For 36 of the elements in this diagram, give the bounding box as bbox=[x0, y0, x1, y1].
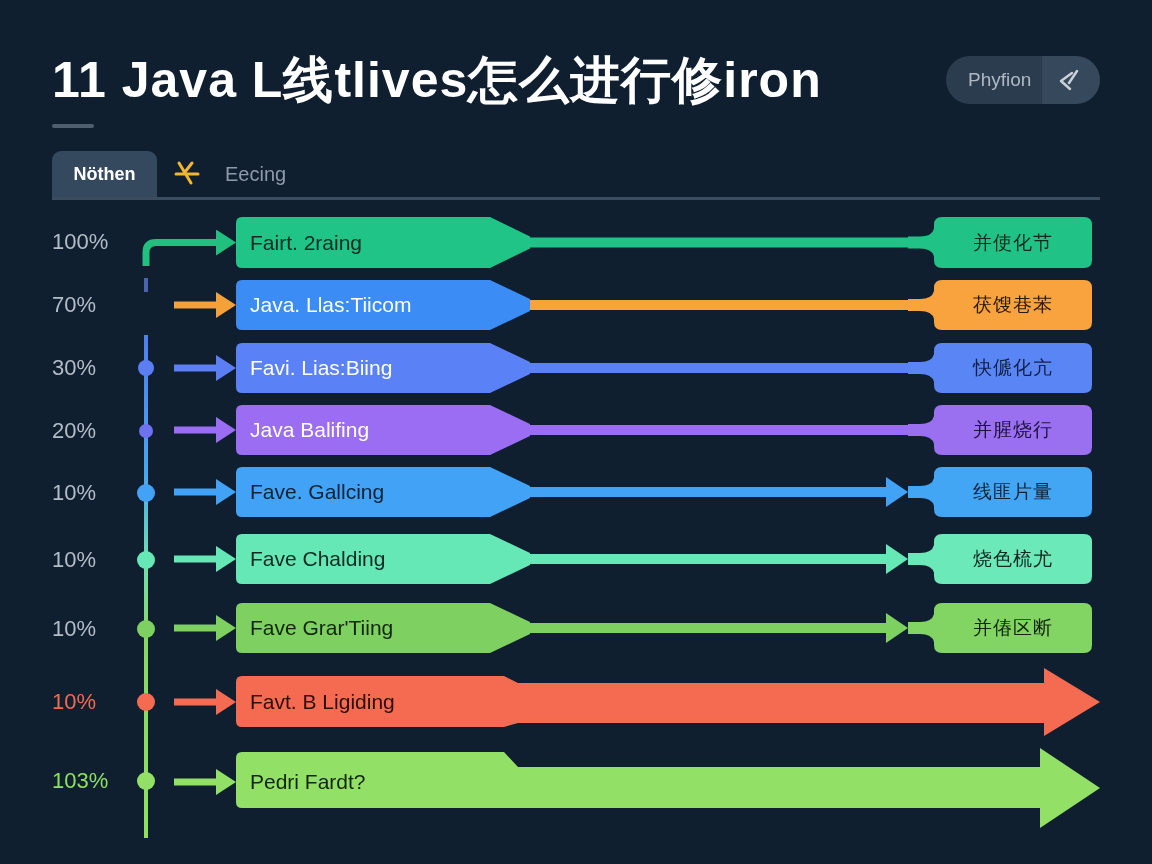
percent-label: 70% bbox=[52, 291, 97, 319]
arrow-bar: Pedri Fardt? bbox=[236, 748, 1100, 828]
percent-label: 30% bbox=[52, 354, 97, 382]
tab: Nöthen bbox=[52, 151, 157, 197]
label-tag: 并腥烧行 bbox=[908, 405, 1092, 455]
percent-label: 10% bbox=[52, 479, 97, 507]
tab-label: Eecing bbox=[225, 162, 287, 187]
arrow-bar: Favt. B Ligiding bbox=[236, 668, 1100, 736]
language-button: Phyfion bbox=[946, 56, 1100, 104]
step-bar: Java Balifing bbox=[236, 405, 530, 455]
arrow bbox=[530, 477, 908, 507]
connector-line bbox=[530, 363, 908, 373]
step-bar: Fave. Gallcing bbox=[236, 467, 530, 517]
percent-label: 20% bbox=[52, 417, 97, 445]
percent-label: 10% bbox=[52, 615, 97, 643]
step-bar: Java. Llas:Tiicom bbox=[236, 280, 530, 330]
label-tag: 茯馊巷苯 bbox=[908, 280, 1092, 330]
label-tag: 并偆区断 bbox=[908, 603, 1092, 653]
label-tag: 并使化节 bbox=[908, 217, 1092, 268]
step-bar: Fairt. 2raing bbox=[236, 217, 530, 268]
title: 11 Java L线tlives怎么进行修iron bbox=[52, 51, 822, 110]
arrow bbox=[530, 613, 908, 643]
connector-line bbox=[530, 237, 908, 248]
arrow bbox=[530, 544, 908, 574]
step-bar: Fave Chalding bbox=[236, 534, 530, 584]
label-tag: 快傂化亢 bbox=[908, 343, 1092, 393]
label-tag: 线匪片量 bbox=[908, 467, 1092, 517]
step-bar: Favi. Lias:Biing bbox=[236, 343, 530, 393]
connector-line bbox=[530, 300, 908, 310]
connector-line bbox=[530, 425, 908, 435]
percent-label: 10% bbox=[52, 688, 97, 716]
label-tag: 烧色梳尤 bbox=[908, 534, 1092, 584]
step-bar: Fave Grar'Tiing bbox=[236, 603, 530, 653]
percent-label: 100% bbox=[52, 228, 109, 256]
percent-label: 103% bbox=[52, 767, 109, 795]
percent-label: 10% bbox=[52, 546, 97, 574]
